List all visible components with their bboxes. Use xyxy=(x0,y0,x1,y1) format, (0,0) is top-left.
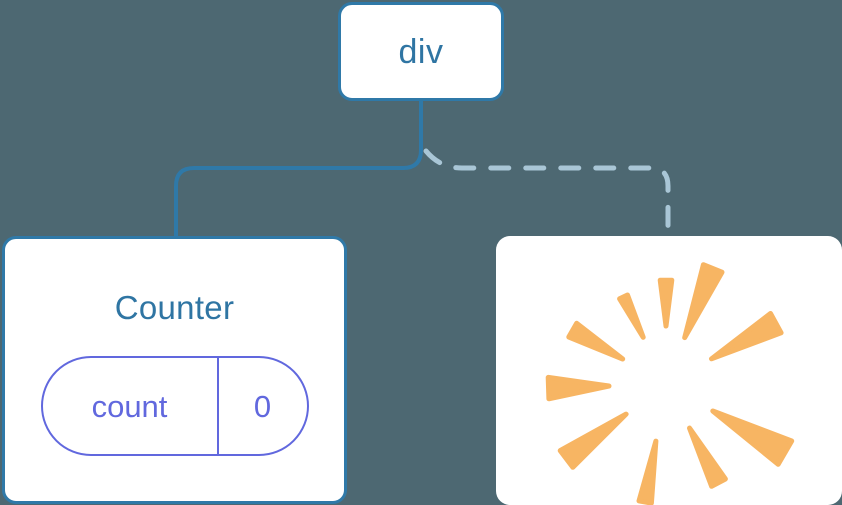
node-counter-title: Counter xyxy=(114,289,235,326)
state-pill-divider xyxy=(216,358,219,454)
edge-div-to-counter xyxy=(174,99,423,240)
node-counter[interactable]: Counter count 0 xyxy=(2,236,347,504)
edge-div-to-burst xyxy=(423,148,671,240)
burst-ray-10 xyxy=(709,311,784,362)
node-render-burst[interactable] xyxy=(496,236,842,505)
burst-ray-1 xyxy=(682,262,725,341)
burst-ray-4 xyxy=(566,320,626,362)
burst-ray-6 xyxy=(557,411,629,470)
node-div-label: div xyxy=(398,32,444,71)
state-key-label: count xyxy=(91,388,168,424)
burst-ray-9 xyxy=(710,408,795,467)
state-value-label: 0 xyxy=(253,388,272,424)
node-div[interactable]: div xyxy=(338,2,504,101)
burst-ray-3 xyxy=(617,292,646,340)
burst-ray-7 xyxy=(636,438,659,505)
state-pill-count[interactable]: count 0 xyxy=(40,356,309,456)
burst-ray-5 xyxy=(545,374,612,402)
burst-ray-8 xyxy=(687,425,728,489)
burst-ray-2 xyxy=(657,277,675,329)
sparkle-burst-icon xyxy=(545,262,795,505)
